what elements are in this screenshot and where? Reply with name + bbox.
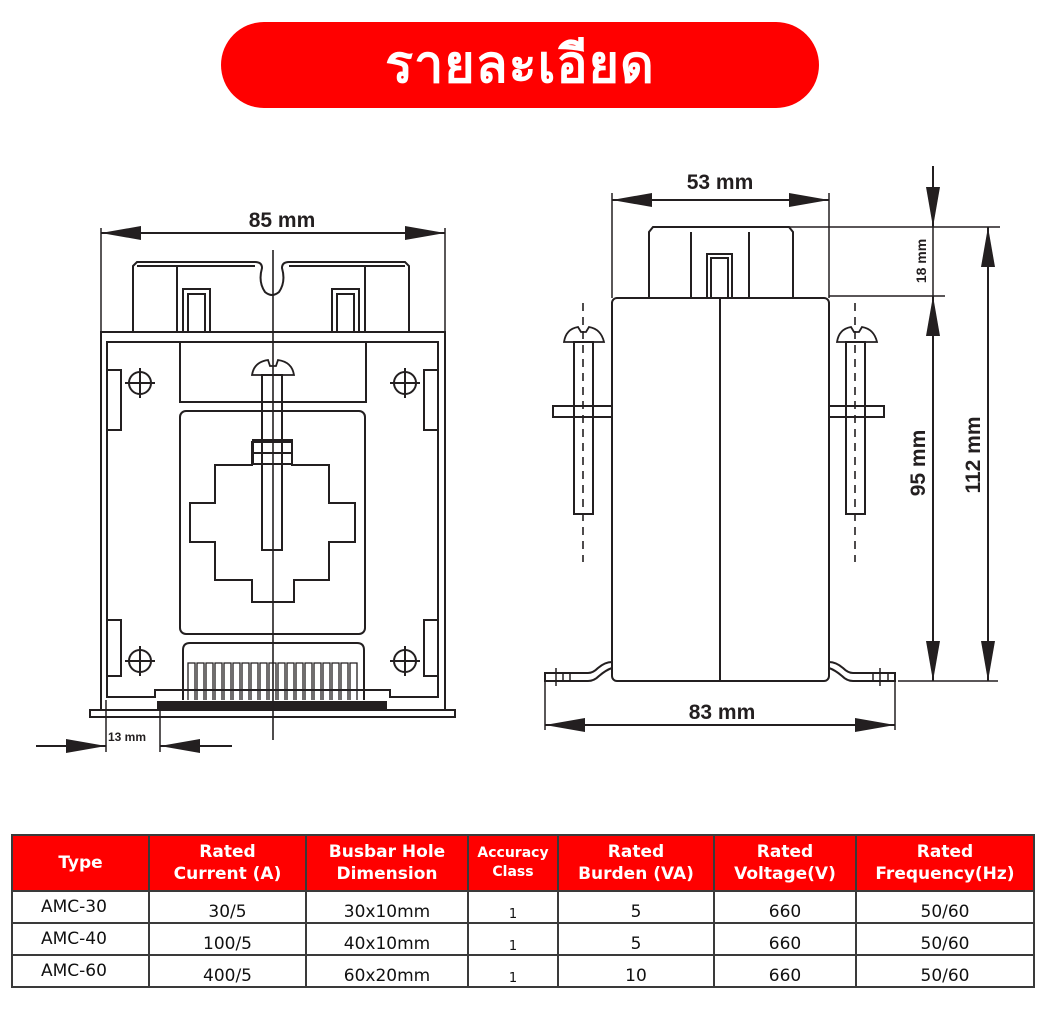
header-rated-frequency: Rated Frequency(Hz) — [855, 834, 1035, 892]
cell-current: 30/5 — [148, 890, 307, 924]
header-type: Type — [11, 834, 150, 892]
cell-frequency: 50/60 — [855, 954, 1035, 988]
header-rated-voltage: Rated Voltage(V) — [713, 834, 857, 892]
cell-frequency: 50/60 — [855, 922, 1035, 956]
header-accuracy-class: Accuracy Class — [467, 834, 559, 892]
cell-burden: 5 — [557, 922, 715, 956]
cell-frequency: 50/60 — [855, 890, 1035, 924]
table-row: AMC-60 400/5 60x20mm 1 10 660 50/60 — [11, 954, 1035, 988]
mount-hole-icon — [125, 368, 155, 398]
dimension-53mm — [611, 193, 830, 298]
page-title: รายละเอียด — [385, 35, 655, 95]
height-112mm-label: 112 mm — [962, 416, 985, 493]
cell-type: AMC-60 — [11, 954, 150, 988]
height-95mm-label: 95 mm — [907, 430, 930, 497]
header-rated-current: Rated Current (A) — [148, 834, 307, 892]
technical-drawing: 85 mm 13 mm — [36, 166, 1000, 753]
cell-busbar: 60x20mm — [305, 954, 469, 988]
cell-burden: 10 — [557, 954, 715, 988]
mount-hole-icon — [125, 646, 155, 676]
cell-voltage: 660 — [713, 890, 857, 924]
cell-accuracy: 1 — [467, 954, 559, 988]
spec-table: Type Rated Current (A) Busbar Hole Dimen… — [11, 834, 1035, 988]
dimension-13mm — [36, 700, 232, 753]
cell-accuracy: 1 — [467, 922, 559, 956]
table-row: AMC-30 30/5 30x10mm 1 5 660 50/60 — [11, 890, 1035, 924]
width-53mm-label: 53 mm — [687, 171, 754, 194]
cell-current: 100/5 — [148, 922, 307, 956]
cell-type: AMC-30 — [11, 890, 150, 924]
mount-hole-icon — [390, 646, 420, 676]
dimension-83mm — [544, 673, 896, 732]
table-row: AMC-40 100/5 40x10mm 1 5 660 50/60 — [11, 922, 1035, 956]
cell-busbar: 40x10mm — [305, 922, 469, 956]
title-banner: รายละเอียด — [221, 22, 819, 108]
offset-13mm-label: 13 mm — [108, 730, 146, 744]
width-83mm-label: 83 mm — [689, 701, 756, 724]
cell-type: AMC-40 — [11, 922, 150, 956]
cell-voltage: 660 — [713, 954, 857, 988]
cell-busbar: 30x10mm — [305, 890, 469, 924]
cell-voltage: 660 — [713, 922, 857, 956]
width-85mm-label: 85 mm — [249, 209, 316, 232]
dimension-85mm — [100, 226, 446, 340]
terminal-comb — [187, 662, 358, 700]
front-view — [36, 226, 456, 753]
table-header-row: Type Rated Current (A) Busbar Hole Dimen… — [11, 834, 1035, 892]
header-rated-burden: Rated Burden (VA) — [557, 834, 715, 892]
mount-hole-icon — [390, 368, 420, 398]
cell-accuracy: 1 — [467, 890, 559, 924]
cell-current: 400/5 — [148, 954, 307, 988]
cell-burden: 5 — [557, 890, 715, 924]
header-busbar-hole: Busbar Hole Dimension — [305, 834, 469, 892]
height-18mm-label: 18 mm — [913, 239, 929, 283]
side-view — [544, 166, 1000, 732]
